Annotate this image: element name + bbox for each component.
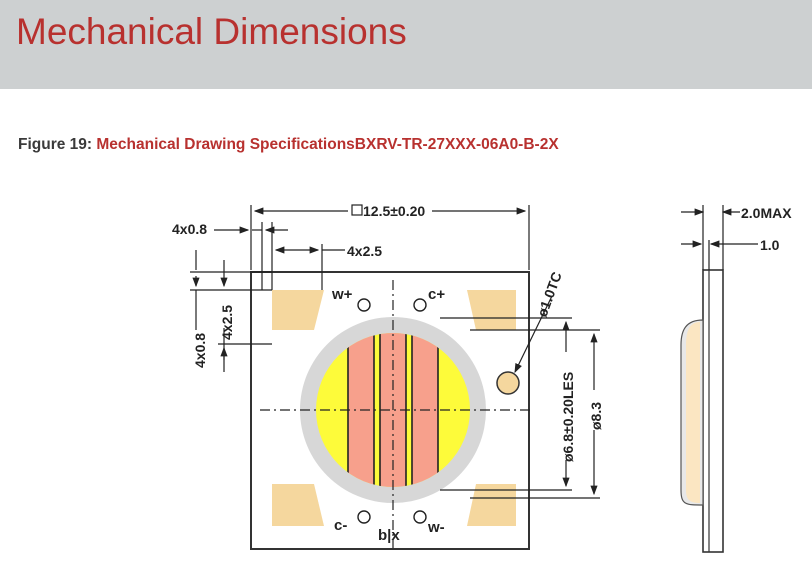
w-plus-marker	[357, 298, 371, 312]
label-thickness: 2.0MAX	[741, 205, 792, 221]
label-c-minus: c-	[334, 517, 347, 534]
label-pad-spacing-vertical: 4x2.5	[219, 305, 235, 340]
pad-bottom-left	[272, 484, 324, 526]
c-minus-marker	[357, 510, 371, 524]
label-pad-width: 4x0.8	[172, 221, 207, 237]
w-minus-marker	[413, 510, 427, 524]
label-substrate-thickness: 1.0	[760, 237, 780, 253]
pad-top-left	[272, 290, 324, 330]
center-lines	[260, 280, 530, 548]
side-view	[680, 269, 724, 553]
label-w-plus: w+	[331, 286, 353, 303]
figure-number: Figure 19	[18, 136, 87, 153]
pad-spacing-dimension	[274, 244, 345, 290]
pad-top-right	[467, 290, 516, 330]
tc-point	[496, 371, 520, 395]
pad-width-dimension	[214, 222, 288, 290]
thickness-dimensions	[681, 205, 758, 270]
label-les: ø6.8±0.20LES	[560, 372, 576, 462]
figure-caption: Figure 19: Mechanical Drawing Specificat…	[18, 135, 559, 155]
page-title: Mechanical Dimensions	[16, 11, 407, 52]
solder-pads	[272, 290, 516, 526]
label-pad-width-vertical: 4x0.8	[192, 333, 208, 368]
width-dimension	[250, 204, 530, 270]
label-tc: ø1.0TC	[534, 270, 565, 319]
header-band	[0, 0, 812, 89]
left-vertical-dimensions	[190, 250, 272, 372]
figure-separator: :	[86, 136, 97, 153]
label-c-plus: c+	[428, 286, 445, 303]
right-dimensions	[440, 295, 600, 499]
c-plus-marker	[413, 298, 427, 312]
pad-bottom-right	[467, 484, 516, 526]
label-bx: b|x	[378, 527, 400, 544]
label-ring: ø8.3	[588, 402, 604, 430]
figure-title: Mechanical Drawing SpecificationsBXRV-TR…	[96, 136, 559, 153]
label-w-minus: w-	[427, 519, 445, 536]
label-width: 12.5±0.20	[363, 203, 425, 219]
label-pad-spacing: 4x2.5	[347, 243, 382, 259]
